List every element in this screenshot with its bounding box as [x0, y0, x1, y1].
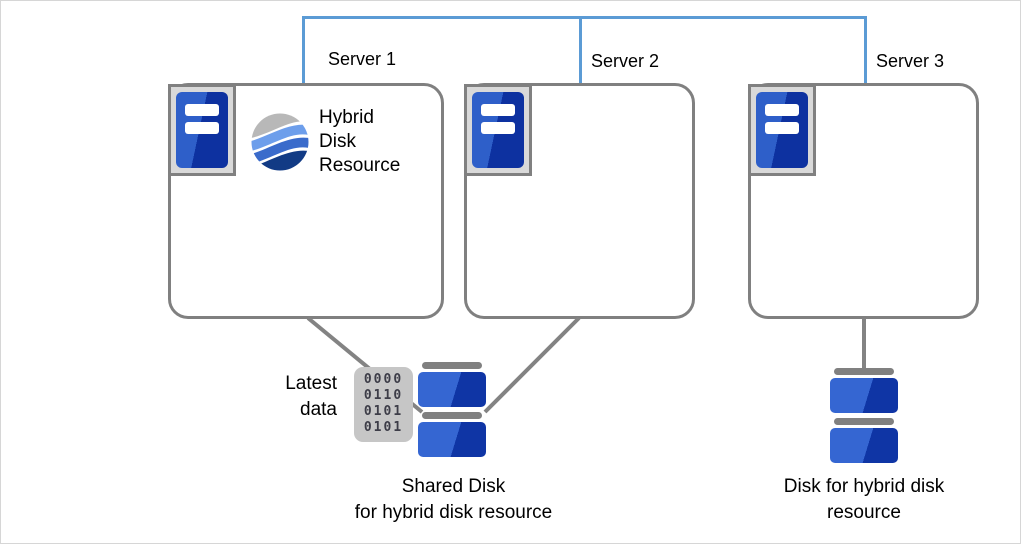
server-tower	[756, 92, 808, 168]
hybrid-disk-label: Disk for hybrid disk resource	[783, 476, 945, 523]
interconnect-drop-server2	[579, 16, 582, 83]
shared-disk-icon	[418, 362, 486, 457]
hybrid-disk-icon	[830, 368, 898, 463]
binary-row: 0101	[363, 404, 404, 419]
hybrid-disk-resource-logo-icon	[251, 113, 309, 171]
disk-drive	[418, 372, 486, 407]
server2-label: Server 2	[591, 51, 660, 71]
latest-data-label: Latest data	[285, 373, 337, 420]
binary-data-icon: 0000 0110 0101 0101	[354, 367, 413, 442]
disk-drive	[830, 428, 898, 463]
hybrid-disk-resource-label: Hybrid Disk Resource	[319, 107, 401, 176]
binary-row: 0000	[363, 372, 404, 387]
server-bay-slot	[185, 122, 219, 134]
server-tower	[472, 92, 524, 168]
server-bay-slot	[765, 122, 799, 134]
disk-cap	[422, 412, 482, 419]
server-bay-slot	[185, 104, 219, 116]
server2-icon	[464, 84, 532, 176]
server3-icon	[748, 84, 816, 176]
interconnect-drop-server3	[864, 16, 867, 83]
server-tower	[176, 92, 228, 168]
server-bay-slot	[481, 104, 515, 116]
disk-drive	[830, 378, 898, 413]
disk-cap	[834, 418, 894, 425]
server-bay-slot	[481, 122, 515, 134]
binary-row: 0110	[363, 388, 404, 403]
interconnect-drop-server1	[302, 16, 305, 83]
binary-row: 0101	[363, 420, 404, 435]
disk-cap	[422, 362, 482, 369]
shared-disk-label: Shared Disk for hybrid disk resource	[354, 476, 553, 523]
server1-label: Server 1	[328, 49, 397, 69]
disk-cap	[834, 368, 894, 375]
server1-icon	[168, 84, 236, 176]
server3-label: Server 3	[876, 51, 945, 71]
disk-drive	[418, 422, 486, 457]
interconnect-line-horizontal	[302, 16, 867, 19]
server-bay-slot	[765, 104, 799, 116]
